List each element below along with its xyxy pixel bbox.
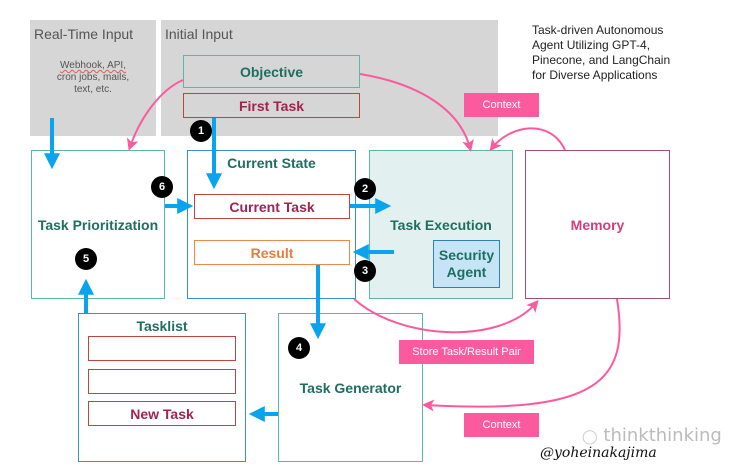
initial-input-title: Initial Input	[165, 26, 233, 42]
title-line-4: for Diverse Applications	[532, 68, 658, 82]
diagram-title: Task-driven Autonomous Agent Utilizing G…	[532, 23, 732, 83]
tasklist-item	[88, 336, 236, 361]
security-agent-line-1: Security	[438, 247, 495, 263]
step-badge-6: 6	[151, 176, 173, 198]
title-line-1: Task-driven Autonomous	[532, 23, 664, 37]
current-state-label: Current State	[227, 155, 316, 171]
wechat-icon: ◯	[582, 429, 598, 445]
objective-label: Objective	[239, 63, 304, 80]
task-generator-label: Task Generator	[299, 379, 402, 396]
author-signature: @yoheinakajima	[540, 445, 657, 461]
memory-box: Memory	[525, 150, 670, 299]
first-task-label: First Task	[238, 97, 305, 114]
task-prioritization-label: Task Prioritization	[37, 216, 159, 233]
tasklist-label: Tasklist	[136, 318, 188, 334]
security-agent-line-2: Agent	[446, 264, 487, 280]
current-state-box: Current State	[187, 150, 356, 299]
realtime-desc-line-2: cron jobs, mails,	[56, 72, 130, 83]
step-badge-3: 3	[354, 260, 376, 282]
realtime-desc-line-3: text, etc.	[74, 84, 112, 95]
watermark: ◯ thinkthinking	[582, 425, 722, 446]
security-agent-box: Security Agent	[433, 240, 500, 288]
tasklist-box: Tasklist	[78, 313, 246, 462]
context-label-top: Context	[464, 93, 539, 117]
tasklist-item	[88, 369, 236, 394]
step-badge-2: 2	[354, 178, 376, 200]
task-prioritization-box: Task Prioritization	[31, 150, 165, 299]
new-task-label: New Task	[130, 405, 194, 422]
watermark-text: thinkthinking	[603, 425, 722, 446]
memory-label: Memory	[570, 216, 625, 233]
task-execution-label: Task Execution	[390, 217, 492, 233]
first-task-box: First Task	[183, 93, 360, 118]
current-task-box: Current Task	[194, 194, 350, 219]
context-label-bottom: Context	[464, 413, 539, 437]
realtime-input-title: Real-Time Input	[34, 26, 134, 42]
objective-box: Objective	[183, 55, 360, 88]
realtime-desc-line-1: Webhook, API,	[60, 60, 126, 71]
title-line-2: Agent Utilizing GPT-4,	[532, 38, 651, 52]
store-task-result-label: Store Task/Result Pair	[399, 340, 534, 364]
result-box: Result	[194, 240, 350, 265]
tasklist-item-new-task: New Task	[88, 401, 236, 426]
step-badge-4: 4	[288, 337, 310, 359]
realtime-input-panel: Real-Time Input Webhook, API, cron jobs,…	[30, 20, 156, 136]
task-generator-box: Task Generator	[278, 313, 423, 462]
realtime-input-description: Webhook, API, cron jobs, mails, text, et…	[30, 60, 156, 96]
step-badge-5: 5	[75, 248, 97, 270]
step-badge-1: 1	[190, 120, 212, 142]
arrow-memory-to-execution	[489, 127, 566, 152]
title-line-3: Pinecone, and LangChain	[532, 53, 671, 67]
current-task-label: Current Task	[229, 198, 315, 215]
result-label: Result	[250, 244, 294, 261]
